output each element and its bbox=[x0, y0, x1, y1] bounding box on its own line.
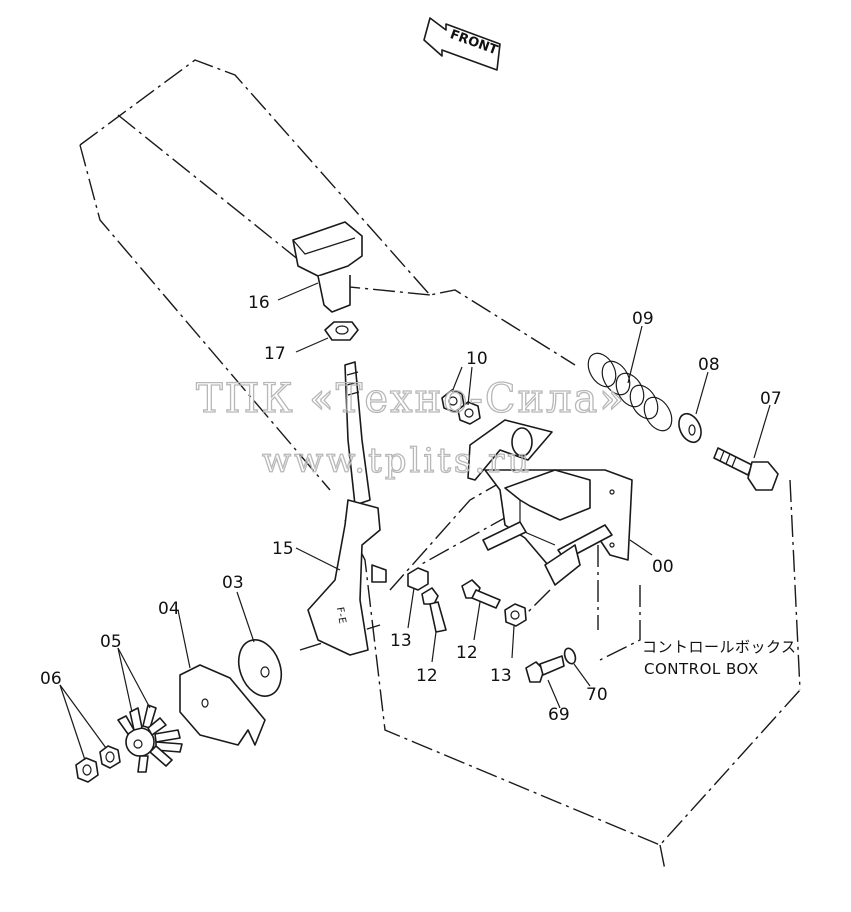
watermark-line2: www.tplits.ru bbox=[262, 441, 532, 481]
part-number-05: 05 bbox=[100, 632, 122, 652]
washer-70 bbox=[563, 647, 577, 665]
bracket-assembly-00 bbox=[467, 419, 633, 586]
bolt-07 bbox=[713, 447, 779, 491]
detent-plate-04 bbox=[179, 664, 266, 746]
part-number-10: 10 bbox=[466, 349, 488, 369]
lever-marking: F-E bbox=[334, 606, 348, 625]
part-number-06: 06 bbox=[40, 669, 62, 689]
part-number-12-right: 12 bbox=[456, 643, 478, 663]
washer-08 bbox=[678, 412, 702, 444]
nuts-10 bbox=[441, 389, 481, 425]
control-box-en: CONTROL BOX bbox=[644, 660, 759, 678]
part-number-13-right: 13 bbox=[490, 666, 512, 686]
control-lever: F-E bbox=[307, 361, 387, 656]
part-number-69: 69 bbox=[548, 705, 570, 725]
lockwasher-13-right bbox=[504, 603, 527, 627]
front-arrow: FRONT bbox=[423, 17, 501, 71]
part-number-00: 00 bbox=[652, 557, 674, 577]
spring-09 bbox=[587, 352, 673, 432]
part-number-03: 03 bbox=[222, 573, 244, 593]
part-number-16: 16 bbox=[248, 293, 270, 313]
bolt-12-left bbox=[421, 587, 447, 633]
part-number-70: 70 bbox=[586, 685, 608, 705]
nuts-06 bbox=[75, 745, 121, 783]
bolt-12-right bbox=[461, 579, 501, 609]
part-number-09: 09 bbox=[632, 309, 654, 329]
lockwasher-13-left bbox=[407, 567, 429, 591]
lever-knob bbox=[292, 221, 363, 313]
control-box-caption: コントロールボックス CONTROL BOX bbox=[642, 638, 797, 678]
watermark-line1: ТПК «Техно-Сила» bbox=[196, 376, 626, 422]
leader-lines bbox=[59, 282, 771, 761]
control-box-jp: コントロールボックス bbox=[642, 638, 797, 656]
part-number-15: 15 bbox=[272, 539, 294, 559]
part-number-12-left: 12 bbox=[416, 666, 438, 686]
bolt-69 bbox=[525, 655, 565, 683]
part-labels: 16 17 10 09 08 07 15 03 04 05 06 13 12 1… bbox=[40, 293, 782, 725]
part-number-04: 04 bbox=[158, 599, 180, 619]
watermark: ТПК «Техно-Сила» www.tplits.ru bbox=[195, 375, 626, 481]
part-number-17: 17 bbox=[264, 344, 286, 364]
part-number-07: 07 bbox=[760, 389, 782, 409]
part-number-13-left: 13 bbox=[390, 631, 412, 651]
washer-03 bbox=[237, 639, 283, 697]
nut-17 bbox=[324, 321, 359, 341]
part-number-08: 08 bbox=[698, 355, 720, 375]
star-spring-05 bbox=[117, 704, 183, 773]
